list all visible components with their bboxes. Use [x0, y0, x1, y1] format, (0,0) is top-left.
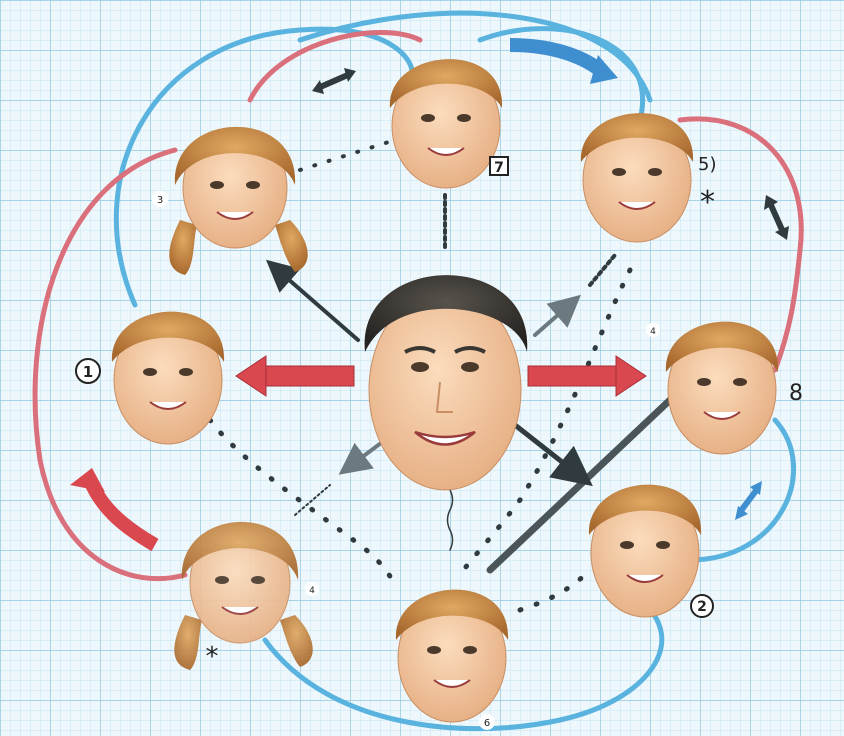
- center-arrows: [265, 259, 593, 487]
- boy-face-lower-right: [588, 484, 702, 618]
- label-upper-right-mark: *: [700, 185, 715, 220]
- man-face-center: [364, 275, 528, 491]
- double-arrow-top: [312, 68, 356, 94]
- boy-face-bottom: [395, 589, 509, 723]
- label-circle-lower-right: [690, 594, 714, 618]
- boy-face-top: [389, 59, 503, 189]
- label-upper-left: 3: [157, 195, 163, 206]
- red-arrow-left: [235, 355, 355, 397]
- label-lower-left-mark: *: [206, 642, 219, 672]
- boy-face-right: [665, 321, 779, 455]
- blue-curved-arrow: [509, 38, 605, 76]
- girl-face-upper-left: [169, 126, 308, 275]
- boy-face-left: [111, 311, 225, 445]
- label-left: 1: [83, 363, 93, 381]
- label-circle-left: [75, 358, 101, 384]
- red-loops: [32, 30, 804, 582]
- label-right-small: 4: [650, 327, 656, 337]
- label-top: 7: [494, 160, 504, 176]
- label-box-top: [489, 156, 509, 176]
- label-bottom: 6: [484, 718, 490, 729]
- blue-loops: [113, 10, 796, 732]
- red-arrow-right: [527, 355, 647, 397]
- label-lower-left-small: 4: [309, 586, 315, 596]
- boy-face-upper-right: [580, 113, 694, 243]
- double-arrow-lower-right: [735, 481, 762, 520]
- label-upper-right: 5): [698, 154, 716, 175]
- label-right: 8: [789, 381, 803, 406]
- label-lower-right: 2: [697, 599, 707, 615]
- girl-face-lower-left: [174, 521, 313, 670]
- double-arrow-right: [764, 195, 789, 240]
